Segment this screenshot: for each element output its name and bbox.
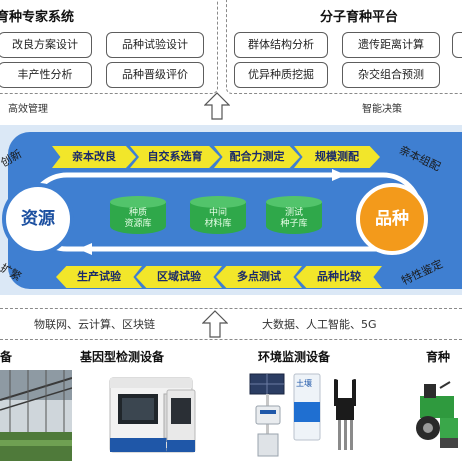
test-seed-bank: 测试种子库	[266, 196, 322, 240]
greenhouse-image	[0, 370, 72, 461]
soil-probe-image	[334, 379, 356, 450]
device-title-1: 备	[0, 350, 13, 364]
up-arrow-icon	[202, 310, 228, 338]
expert-item-4[interactable]: 品种晋级评价	[106, 62, 204, 88]
expert-caption: 高效管理	[8, 104, 48, 115]
step-multi-site-test: 多点测试	[216, 266, 302, 288]
germplasm-resource-bank: 种质资源库	[110, 196, 166, 240]
step-variety-comparison: 品种比较	[296, 266, 382, 288]
step-scale-crossing: 规模测配	[294, 146, 380, 168]
molecular-item-1[interactable]: 群体结构分析	[234, 32, 328, 58]
molecular-item-4[interactable]: 杂交组合预测	[342, 62, 440, 88]
soil-sensor-label: 土壤	[296, 379, 312, 388]
expert-system-title: 育种专家系统	[0, 10, 75, 25]
expert-item-2[interactable]: 品种试验设计	[106, 32, 204, 58]
step-production-trial: 生产试验	[56, 266, 142, 288]
step-combining-ability: 配合力测定	[214, 146, 300, 168]
molecular-caption: 智能决策	[362, 104, 402, 115]
expert-item-1[interactable]: 改良方案设计	[0, 32, 92, 58]
intermediate-material-bank: 中间材料库	[190, 196, 246, 240]
variety-circle: 品种	[356, 183, 428, 255]
step-inbred-selection: 自交系选育	[130, 146, 220, 168]
device-title-breeding: 育种	[426, 350, 451, 364]
resource-circle: 资源	[2, 183, 74, 255]
breeding-machine-image	[410, 376, 462, 458]
molecular-platform-title: 分子育种平台	[320, 10, 399, 25]
up-arrow-icon	[204, 92, 230, 120]
molecular-item-2[interactable]: 遗传距离计算	[342, 32, 440, 58]
soil-sensor-box-image	[293, 373, 321, 441]
molecular-item-3[interactable]: 优异种质挖掘	[234, 62, 328, 88]
step-regional-trial: 区域试验	[136, 266, 222, 288]
molecular-item-5-partial[interactable]	[452, 32, 462, 58]
device-title-genotype: 基因型检测设备	[80, 350, 165, 364]
tech-right: 大数据、人工智能、5G	[262, 318, 377, 331]
tech-row	[0, 308, 462, 340]
genotype-device-small-image	[166, 389, 196, 453]
tech-left: 物联网、云计算、区块链	[34, 318, 155, 331]
solar-sensor-image	[249, 373, 285, 457]
device-title-environment: 环境监测设备	[258, 350, 331, 364]
step-parent-improvement: 亲本改良	[52, 146, 136, 168]
expert-item-3[interactable]: 丰产性分析	[0, 62, 92, 88]
